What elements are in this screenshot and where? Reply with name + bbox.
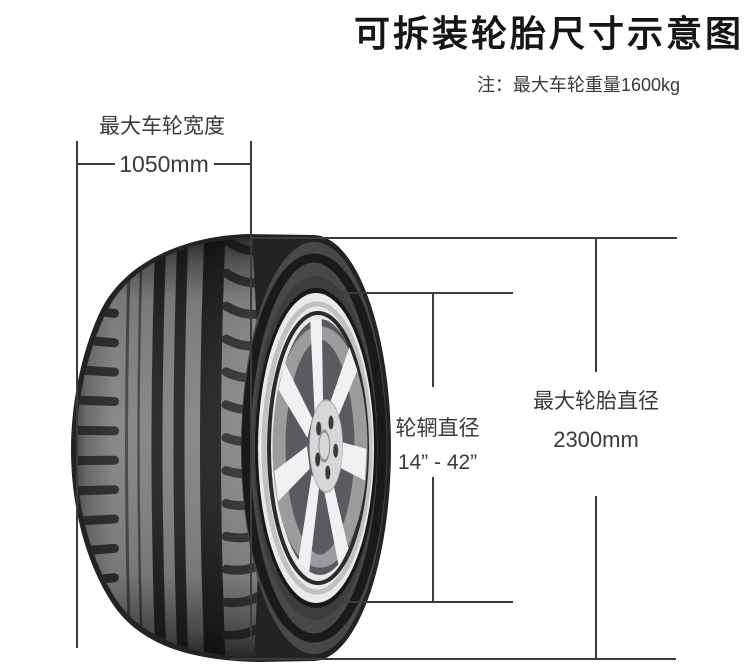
note-max-wheel-weight: 注：最大车轮重量1600kg xyxy=(476,75,680,95)
rimdiam-vertical-upper xyxy=(432,292,434,387)
wheel-hub xyxy=(309,399,343,493)
wheel-width-label: 最大车轮宽度 xyxy=(99,115,225,138)
rim-diameter-value: 14” - 42” xyxy=(397,451,478,474)
tirediam-bottom-horizontal xyxy=(230,658,676,660)
page-title: 可拆装轮胎尺寸示意图 xyxy=(353,13,744,54)
rim-diameter-label: 轮辋直径 xyxy=(395,417,480,440)
width-dim-horizontal-right xyxy=(214,163,251,165)
tire-illustration xyxy=(71,234,391,662)
tire-diameter-label: 最大轮胎直径 xyxy=(533,390,659,413)
rimdiam-top-horizontal xyxy=(330,292,513,294)
rimdiam-bottom-horizontal xyxy=(337,601,513,603)
tire-diameter-value: 2300mm xyxy=(553,427,639,452)
rimdiam-vertical-lower xyxy=(432,477,434,602)
width-dim-left-vertical xyxy=(76,141,78,648)
tirediam-top-horizontal xyxy=(251,237,677,239)
width-dim-right-vertical xyxy=(250,141,252,650)
tirediam-vertical-lower xyxy=(595,496,597,660)
tirediam-vertical-upper xyxy=(595,237,597,372)
wheel-width-value: 1050mm xyxy=(119,151,209,177)
width-dim-horizontal-left xyxy=(77,163,115,165)
lug-holes xyxy=(315,415,339,480)
wheel-rim xyxy=(258,293,374,603)
